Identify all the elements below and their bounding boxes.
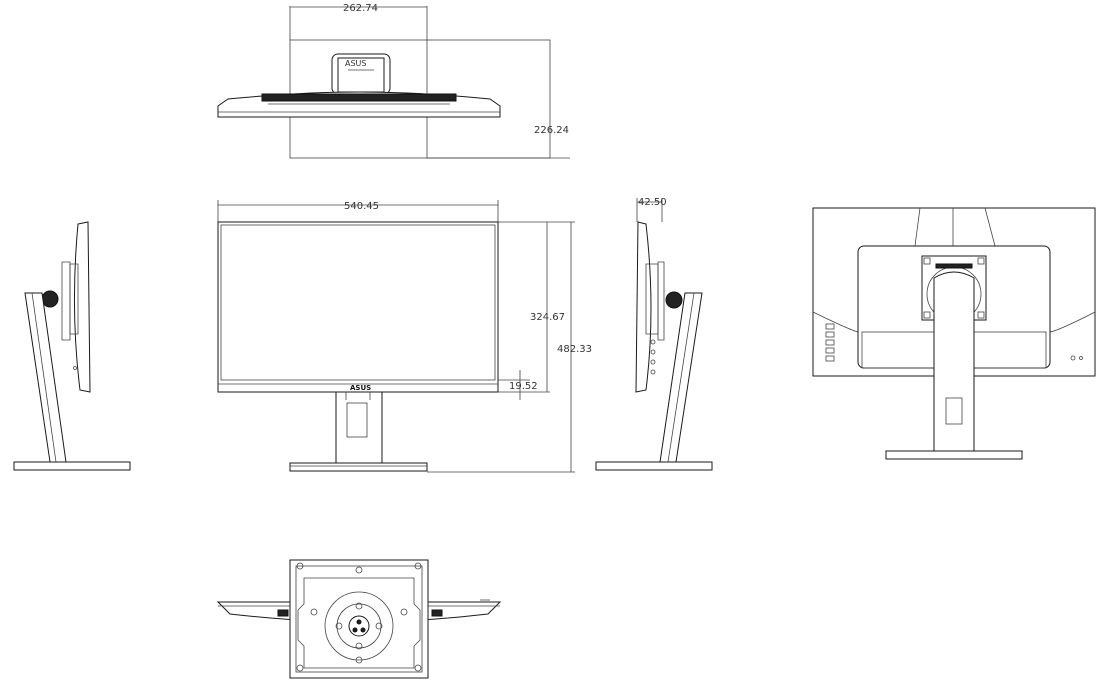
rear-view bbox=[812, 207, 1096, 460]
dim-front-width: 540.45 bbox=[344, 201, 379, 212]
top-view: 262.74 226.24 ASUS bbox=[217, 3, 570, 159]
right-side-view: 42.50 bbox=[595, 197, 713, 471]
top-logo: ASUS bbox=[345, 59, 366, 68]
left-side-view bbox=[13, 221, 131, 471]
dim-side-depth: 42.50 bbox=[638, 197, 667, 208]
bottom-view bbox=[216, 559, 502, 679]
front-view: 540.45 ASUS 324.67 482.33 19.52 bbox=[217, 200, 592, 473]
dim-top-depth: 226.24 bbox=[534, 125, 569, 136]
dim-screen-height: 324.67 bbox=[530, 312, 565, 323]
dim-total-height: 482.33 bbox=[557, 344, 592, 355]
dim-bezel-bottom: 19.52 bbox=[509, 381, 538, 392]
front-logo: ASUS bbox=[350, 384, 371, 392]
dim-top-width: 262.74 bbox=[343, 3, 378, 14]
